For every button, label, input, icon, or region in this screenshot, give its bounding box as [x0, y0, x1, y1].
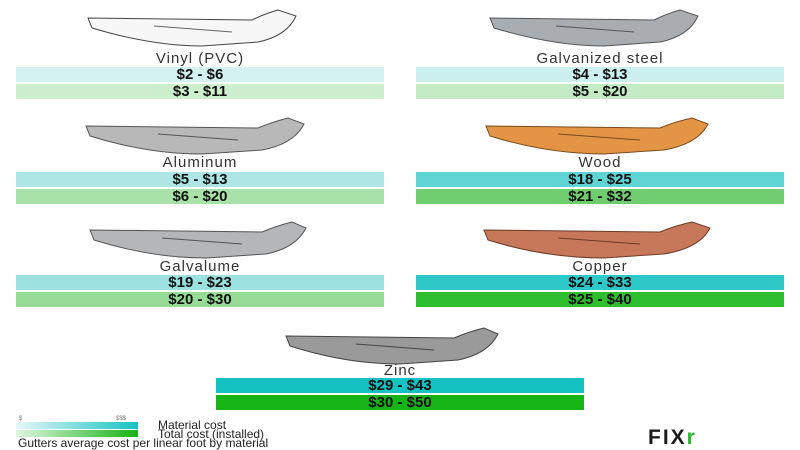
legend-total-label: Total cost (installed) — [158, 427, 265, 441]
zinc-gutter-image — [285, 327, 499, 365]
chart-caption: Gutters average cost per linear foot by … — [18, 436, 269, 450]
vinyl-gutter-image — [87, 9, 297, 47]
galvanized-steel-gutter-image — [489, 9, 699, 47]
material-cost-bar: $24 - $33 — [416, 275, 784, 290]
material-name: Zinc — [383, 362, 417, 379]
total-cost-bar: $6 - $20 — [16, 189, 384, 204]
legend-material-label: Material cost — [158, 418, 227, 432]
total-cost-bar: $25 - $40 — [416, 292, 784, 307]
total-cost-bar: $30 - $50 — [216, 395, 584, 410]
material-name: Galvanized steel — [536, 50, 664, 67]
logo-accent: r — [686, 426, 697, 449]
material-cost-bar: $18 - $25 — [416, 172, 784, 187]
copper-gutter-image — [483, 221, 711, 259]
total-cost-bar: $3 - $11 — [16, 84, 384, 99]
legend-total-gradient — [16, 430, 138, 437]
material-name: Aluminum — [162, 154, 238, 171]
legend-material-gradient — [16, 422, 138, 429]
total-cost-bar: $21 - $32 — [416, 189, 784, 204]
material-name: Vinyl (PVC) — [155, 50, 245, 67]
total-cost-bar: $20 - $30 — [16, 292, 384, 307]
material-cost-bar: $29 - $43 — [216, 378, 584, 393]
legend-high-symbol: $$$ — [116, 416, 127, 422]
material-name: Copper — [572, 258, 628, 275]
wood-gutter-image — [485, 117, 709, 155]
material-cost-bar: $19 - $23 — [16, 275, 384, 290]
total-cost-bar: $5 - $20 — [416, 84, 784, 99]
material-cost-bar: $4 - $13 — [416, 67, 784, 82]
material-cost-bar: $5 - $13 — [16, 172, 384, 187]
aluminum-gutter-image — [85, 117, 305, 155]
material-name: Galvalume — [159, 258, 241, 275]
fixr-logo: FIXr — [648, 426, 697, 449]
material-name: Wood — [578, 154, 622, 171]
logo-main: FIX — [648, 426, 687, 449]
legend-low-symbol: $ — [19, 416, 23, 422]
material-cost-bar: $2 - $6 — [16, 67, 384, 82]
galvalume-gutter-image — [89, 221, 307, 259]
